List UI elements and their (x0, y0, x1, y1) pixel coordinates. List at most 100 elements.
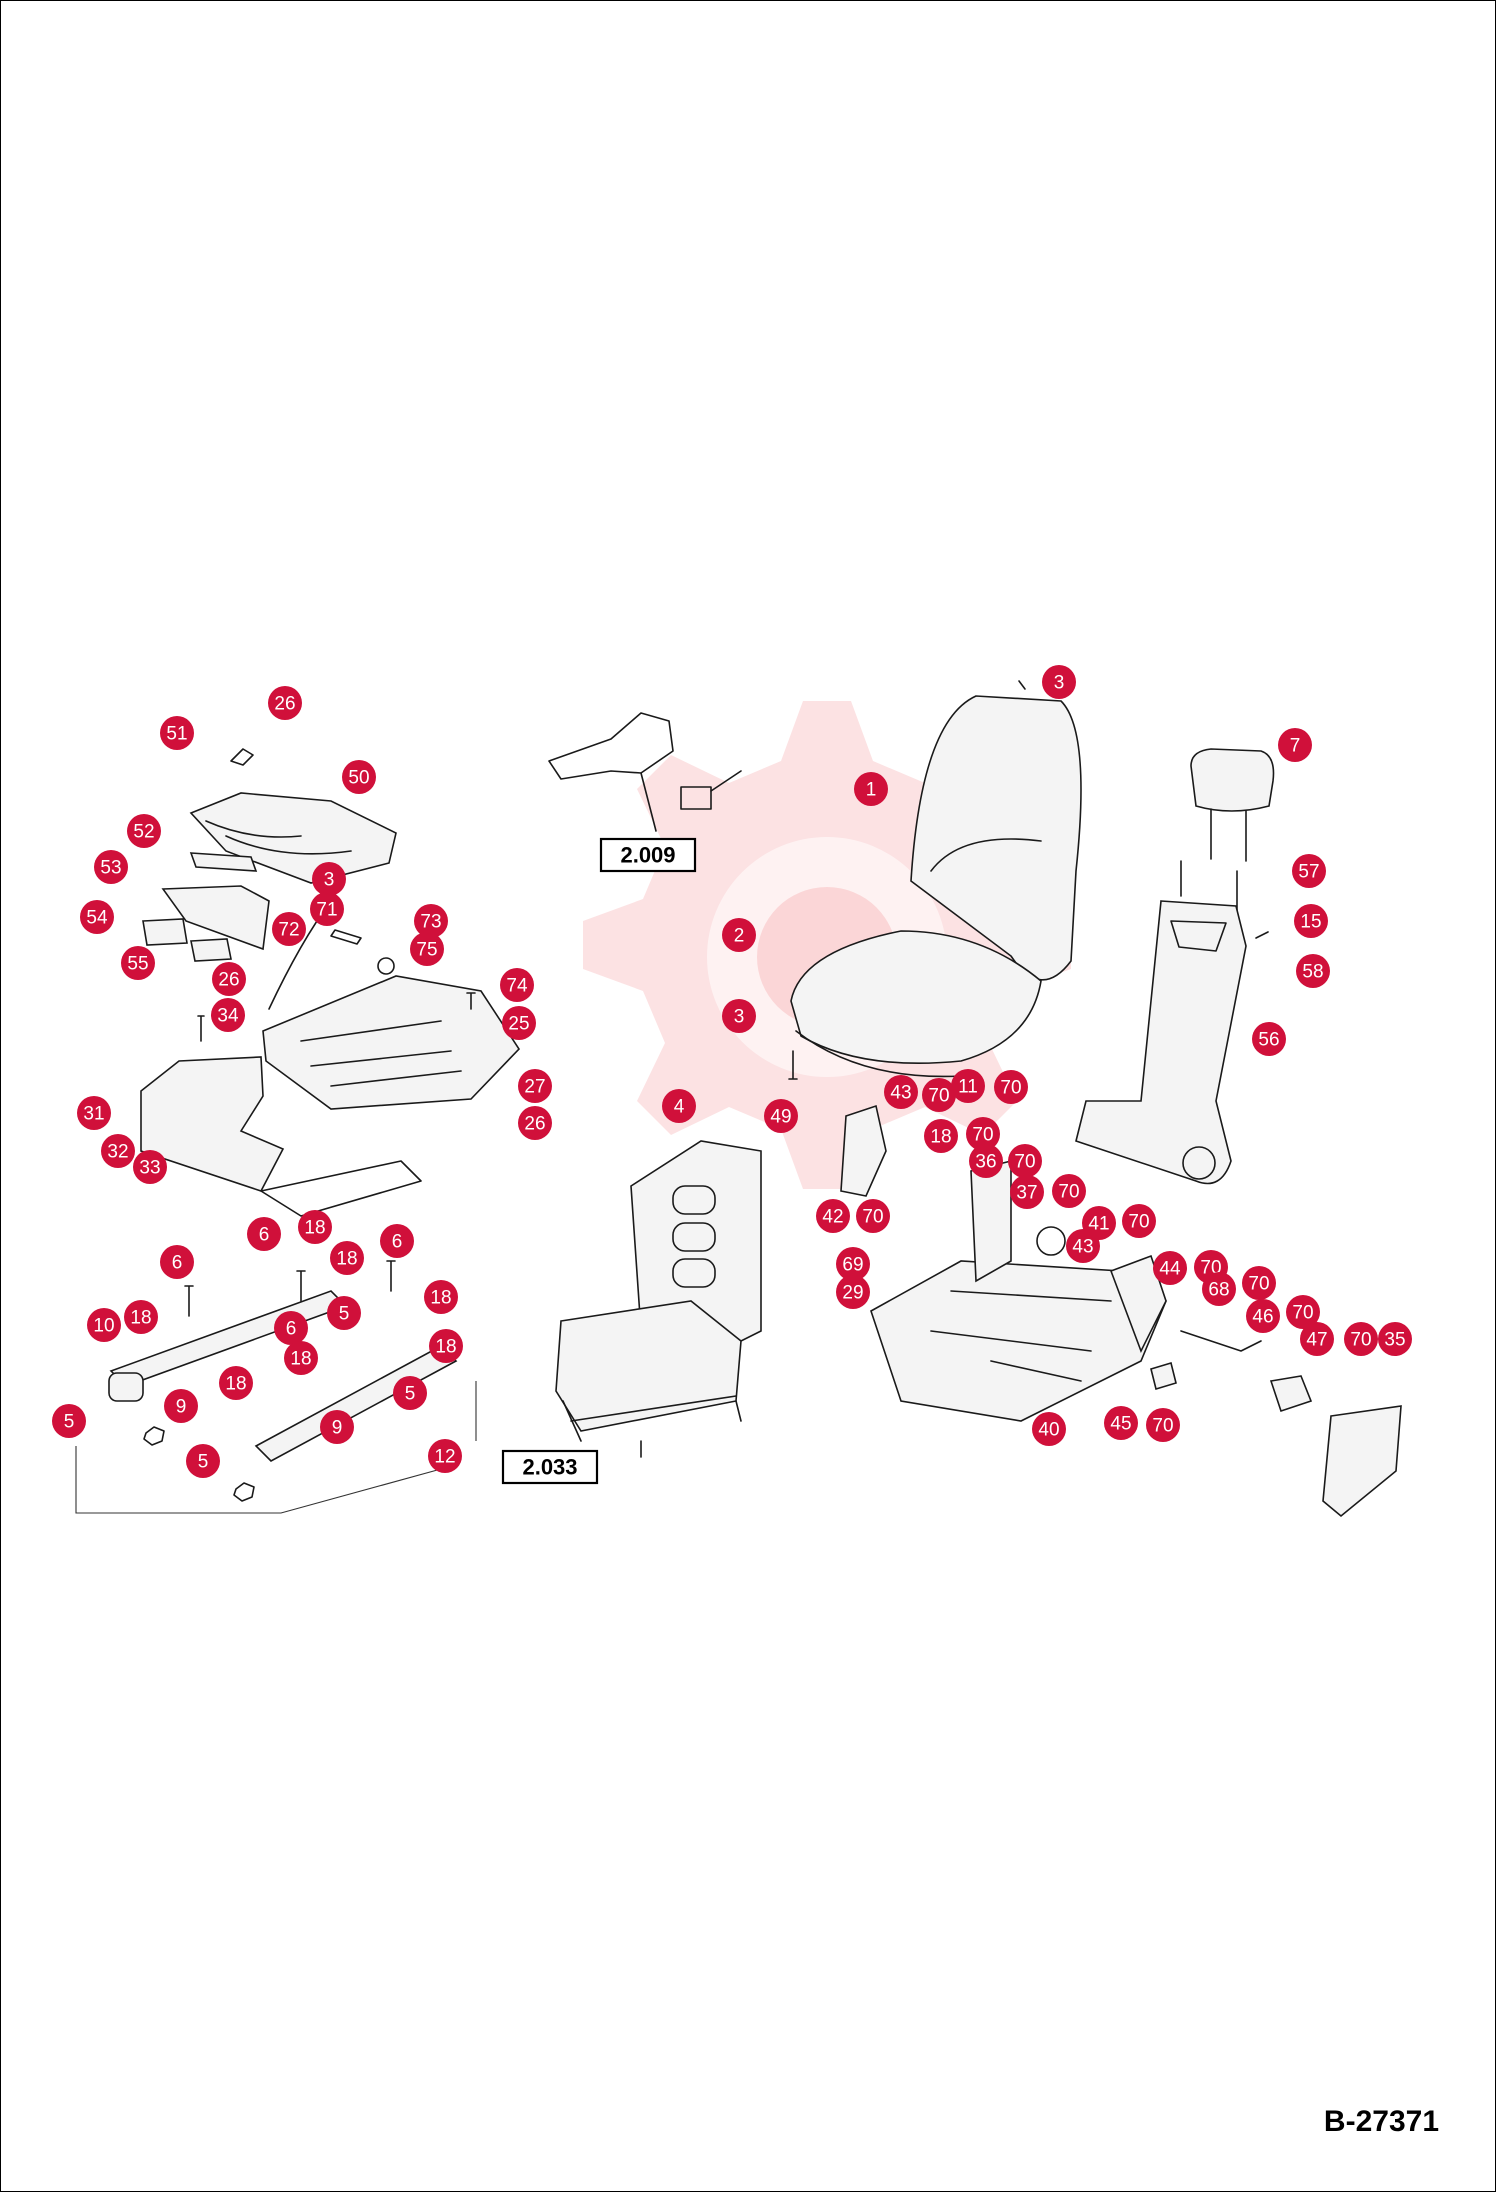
callout-18: 18 (284, 1341, 318, 1375)
callout-37: 37 (1010, 1175, 1044, 1209)
callout-label: 5 (339, 1304, 350, 1325)
callout-label: 68 (1208, 1280, 1229, 1301)
callout-18: 18 (924, 1119, 958, 1153)
callout-70: 70 (994, 1070, 1028, 1104)
callout-7: 7 (1278, 728, 1312, 762)
callout-73: 73 (414, 904, 448, 938)
callout-label: 18 (225, 1374, 246, 1395)
callout-label: 27 (524, 1077, 545, 1098)
callout-5: 5 (393, 1376, 427, 1410)
callout-circle (969, 1144, 1003, 1178)
callout-circle (247, 1217, 281, 1251)
callout-4: 4 (662, 1089, 696, 1123)
callout-label: 50 (348, 768, 369, 789)
callout-26: 26 (268, 686, 302, 720)
callout-label: 33 (139, 1158, 160, 1179)
callout-52: 52 (127, 814, 161, 848)
reference-box-2009[interactable]: 2.009 (599, 837, 697, 873)
callout-label: 6 (286, 1319, 297, 1340)
callout-circle (884, 1075, 918, 1109)
callout-circle (1104, 1406, 1138, 1440)
callout-circle (320, 1410, 354, 1444)
callout-label: 18 (930, 1127, 951, 1148)
seat-base-frame (870, 1159, 1167, 1422)
callout-label: 3 (324, 870, 335, 891)
callout-circle (1066, 1229, 1100, 1263)
callout-label: 18 (130, 1308, 151, 1329)
callout-circle (1292, 854, 1326, 888)
backrest-frame (1075, 900, 1269, 1185)
callout-35: 35 (1378, 1322, 1412, 1356)
callout-29: 29 (836, 1275, 870, 1309)
callout-label: 70 (928, 1086, 949, 1107)
callout-70: 70 (1146, 1408, 1180, 1442)
callout-3: 3 (1042, 665, 1076, 699)
callout-circle (380, 1224, 414, 1258)
callout-56: 56 (1252, 1022, 1286, 1056)
callout-circle (662, 1089, 696, 1123)
headrest (1180, 748, 1275, 912)
callout-70: 70 (1008, 1144, 1042, 1178)
callout-74: 74 (500, 968, 534, 1002)
callout-circle (101, 1134, 135, 1168)
callout-circle (268, 686, 302, 720)
callout-label: 44 (1159, 1259, 1181, 1280)
callout-circle (284, 1341, 318, 1375)
callout-69: 69 (836, 1247, 870, 1281)
reference-box-2033[interactable]: 2.033 (501, 1449, 599, 1485)
callout-circle (127, 814, 161, 848)
callout-1: 1 (854, 772, 888, 806)
callout-circle (342, 760, 376, 794)
callout-68: 68 (1202, 1272, 1236, 1306)
callout-6: 6 (247, 1217, 281, 1251)
callout-43: 43 (1066, 1229, 1100, 1263)
callout-circle (80, 900, 114, 934)
callout-3: 3 (312, 862, 346, 896)
callout-label: 5 (64, 1412, 75, 1433)
callout-circle (1278, 728, 1312, 762)
callout-circle (1122, 1204, 1156, 1238)
callout-70: 70 (856, 1199, 890, 1233)
callout-18: 18 (219, 1366, 253, 1400)
callout-circle (1246, 1299, 1280, 1333)
callout-75: 75 (410, 932, 444, 966)
callout-label: 10 (93, 1316, 114, 1337)
callout-label: 9 (176, 1397, 187, 1418)
callout-circle (1286, 1295, 1320, 1329)
callout-label: 6 (392, 1232, 403, 1253)
callout-circle (1296, 954, 1330, 988)
callout-label: 43 (890, 1083, 911, 1104)
callout-18: 18 (424, 1280, 458, 1314)
callout-label: 36 (975, 1152, 996, 1173)
callout-circle (966, 1117, 1000, 1151)
callout-36: 36 (969, 1144, 1003, 1178)
trim-pieces (142, 852, 270, 962)
callout-label: 12 (434, 1447, 455, 1468)
callout-label: 70 (1128, 1212, 1149, 1233)
callout-circle (211, 998, 245, 1032)
callout-circle (272, 912, 306, 946)
callout-circle (410, 932, 444, 966)
callout-circle (330, 1241, 364, 1275)
callout-12: 12 (428, 1439, 462, 1473)
callout-label: 25 (508, 1014, 529, 1035)
callout-label: 29 (842, 1283, 863, 1304)
callout-70: 70 (1122, 1204, 1156, 1238)
callout-label: 43 (1072, 1237, 1093, 1258)
callout-label: 18 (336, 1249, 357, 1270)
callout-circle (1008, 1144, 1042, 1178)
callout-6: 6 (274, 1311, 308, 1345)
callout-label: 70 (1014, 1152, 1035, 1173)
callout-40: 40 (1032, 1412, 1066, 1446)
callout-circle (764, 1099, 798, 1133)
callout-label: 46 (1252, 1307, 1273, 1328)
callout-25: 25 (502, 1006, 536, 1040)
callout-2: 2 (722, 918, 756, 952)
callout-70: 70 (922, 1078, 956, 1112)
callout-18: 18 (429, 1329, 463, 1363)
callout-circle (518, 1106, 552, 1140)
callout-circle (429, 1329, 463, 1363)
callout-circle (274, 1311, 308, 1345)
callout-70: 70 (1052, 1174, 1086, 1208)
callout-label: 70 (862, 1207, 883, 1228)
